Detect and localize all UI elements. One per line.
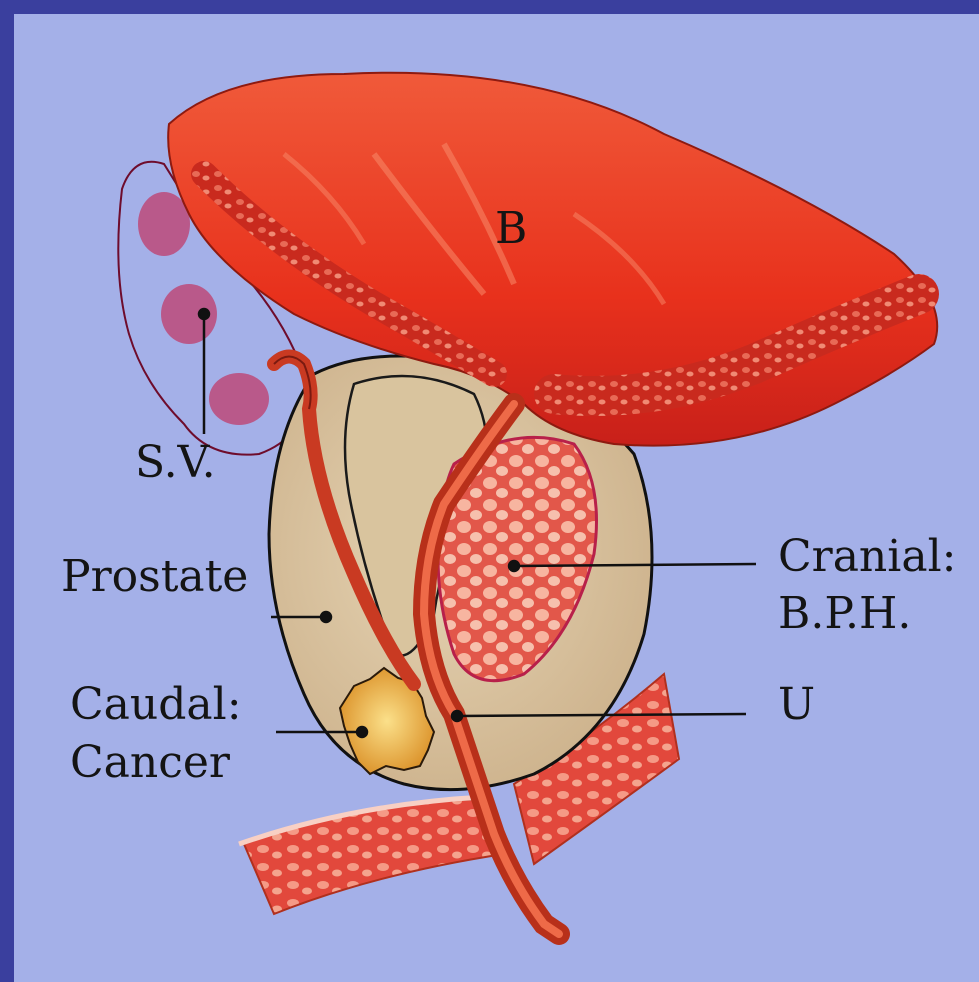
- bladder: [168, 73, 937, 446]
- prostate-label: Prostate: [61, 552, 248, 602]
- urethra-leader-dot: [452, 711, 462, 721]
- cranial-title-label: Cranial:: [778, 532, 956, 582]
- bladder-label: B: [495, 204, 527, 254]
- cancer-label: Cancer: [70, 738, 230, 788]
- diagram-panel: B S.V. Prostate Cranial: B.P.H. Caudal: …: [14, 14, 979, 982]
- caudal-title-label: Caudal:: [70, 680, 242, 730]
- seminal-vesicle-label: S.V.: [135, 438, 216, 488]
- cancer-leader-dot: [357, 727, 367, 737]
- sv-leader-dot: [199, 309, 209, 319]
- bph-leader-dot: [509, 561, 519, 571]
- bph-label: B.P.H.: [778, 589, 911, 639]
- prostate-anatomy-illustration: [14, 14, 979, 982]
- prostate-leader-dot: [321, 612, 331, 622]
- urethra-label: U: [778, 680, 815, 730]
